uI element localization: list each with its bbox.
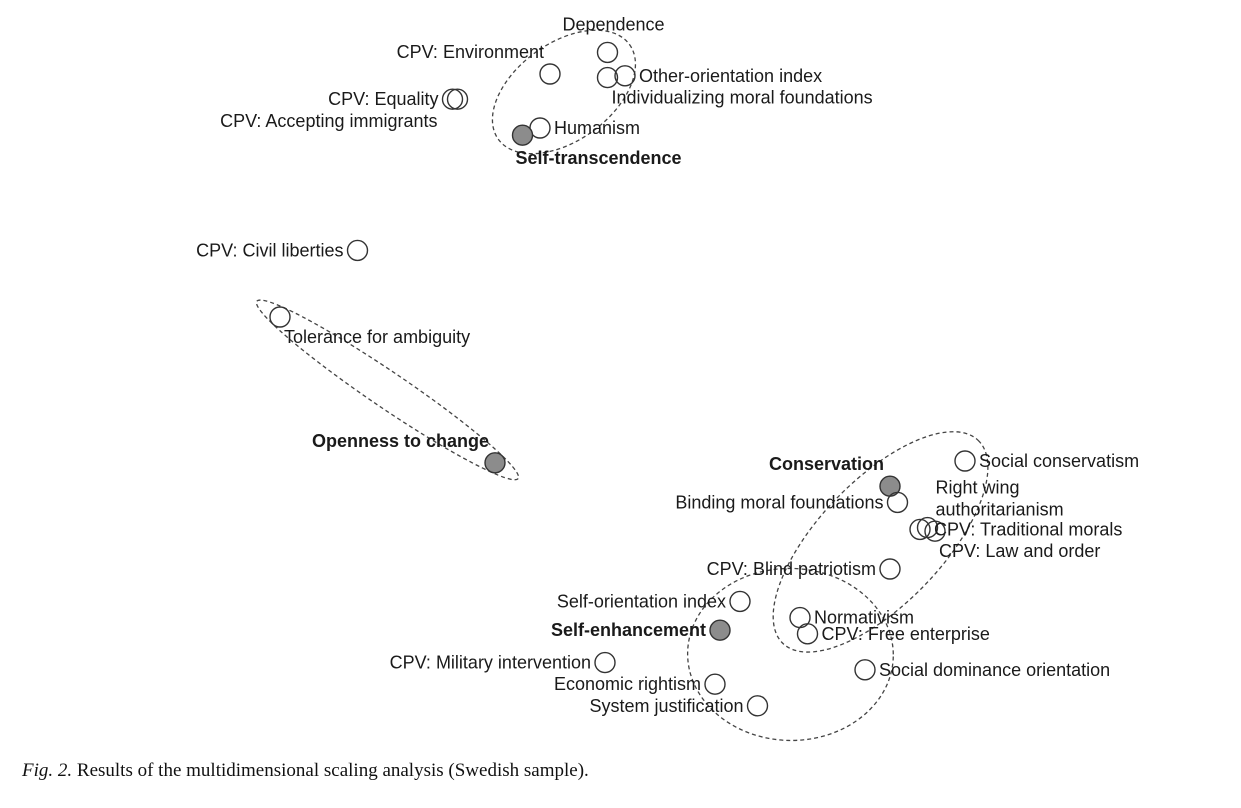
caption-text: Results of the multidimensional scaling …	[76, 760, 589, 781]
variable-marker-cpv-accepting-immigrants	[446, 88, 469, 110]
cluster-outline-openness-to-change	[255, 299, 520, 481]
point-label-individualizing-moral-foundations: Individualizing moral foundations	[612, 88, 873, 108]
variable-marker-cpv-law-and-order	[924, 520, 946, 542]
variable-marker-binding-moral-foundations	[886, 491, 909, 514]
variable-marker-social-conservatism	[954, 450, 976, 472]
variable-marker-other-orientation-index	[614, 65, 636, 87]
cluster-outline-self-enhancement	[686, 567, 894, 742]
variable-marker-tolerance-for-ambiguity	[269, 306, 291, 328]
point-label-cpv-environment: CPV: Environment	[397, 42, 544, 62]
point-label-openness-to-change: Openness to change	[312, 431, 489, 451]
point-label-self-transcendence: Self-transcendence	[515, 148, 681, 168]
point-label-cpv-traditional-morals: CPV: Traditional morals	[934, 519, 1122, 539]
variable-marker-social-dominance-orientation	[854, 659, 876, 681]
variable-marker-self-orientation-index	[729, 590, 751, 613]
variable-marker-economic-rightism	[704, 673, 726, 695]
point-label-cpv-equality: CPV: Equality	[328, 89, 438, 109]
point-label-humanism: Humanism	[554, 118, 640, 138]
variable-marker-cpv-civil-liberties	[346, 239, 369, 262]
variable-marker-normativism	[789, 606, 811, 629]
point-label-self-orientation-index: Self-orientation index	[557, 591, 726, 611]
point-label-system-justification: System justification	[589, 696, 743, 716]
point-label-social-dominance-orientation: Social dominance orientation	[879, 660, 1110, 680]
figure-caption: Fig. 2. Results of the multidimensional …	[22, 760, 589, 782]
point-label-economic-rightism: Economic rightism	[554, 674, 701, 694]
point-label-self-enhancement: Self-enhancement	[551, 620, 706, 640]
cluster-outline-self-transcendence	[491, 29, 637, 155]
point-label-normativism: Normativism	[814, 608, 914, 628]
variable-marker-cpv-blind-patriotism	[879, 558, 901, 580]
point-label-cpv-civil-liberties: CPV: Civil liberties	[196, 240, 343, 260]
point-label-cpv-law-and-order: CPV: Law and order	[939, 541, 1100, 561]
variable-marker-cpv-free-enterprise	[796, 623, 819, 645]
value-dimension-marker-self-transcendence	[511, 124, 534, 146]
value-dimension-marker-openness-to-change	[484, 452, 506, 474]
variable-marker-dependence	[596, 41, 619, 64]
point-label-binding-moral-foundations: Binding moral foundations	[675, 492, 883, 512]
point-label-other-orientation-index: Other-orientation index	[639, 66, 822, 86]
point-label-social-conservatism: Social conservatism	[979, 451, 1139, 471]
point-label-tolerance-for-ambiguity: Tolerance for ambiguity	[284, 327, 470, 347]
point-label-cpv-free-enterprise: CPV: Free enterprise	[822, 624, 990, 644]
variable-marker-system-justification	[746, 695, 769, 717]
point-label-cpv-blind-patriotism: CPV: Blind patriotism	[707, 559, 876, 579]
cluster-outline-conservation	[772, 431, 989, 653]
point-label-cpv-military-intervention: CPV: Military intervention	[390, 653, 591, 673]
point-label-cpv-accepting-immigrants: CPV: Accepting immigrants	[220, 111, 437, 131]
variable-marker-cpv-traditional-morals	[909, 518, 931, 541]
point-label-conservation: Conservation	[769, 454, 884, 474]
data-points	[269, 41, 976, 717]
point-label-dependence: Dependence	[562, 14, 664, 34]
figure-label: Fig. 2.	[22, 760, 73, 781]
variable-marker-cpv-military-intervention	[594, 651, 616, 674]
variable-marker-cpv-equality	[441, 88, 464, 110]
value-dimension-marker-self-enhancement	[709, 619, 731, 641]
cluster-outlines	[255, 29, 989, 742]
variable-marker-individualizing-moral-foundations	[596, 66, 619, 89]
variable-marker-cpv-environment	[539, 63, 561, 85]
